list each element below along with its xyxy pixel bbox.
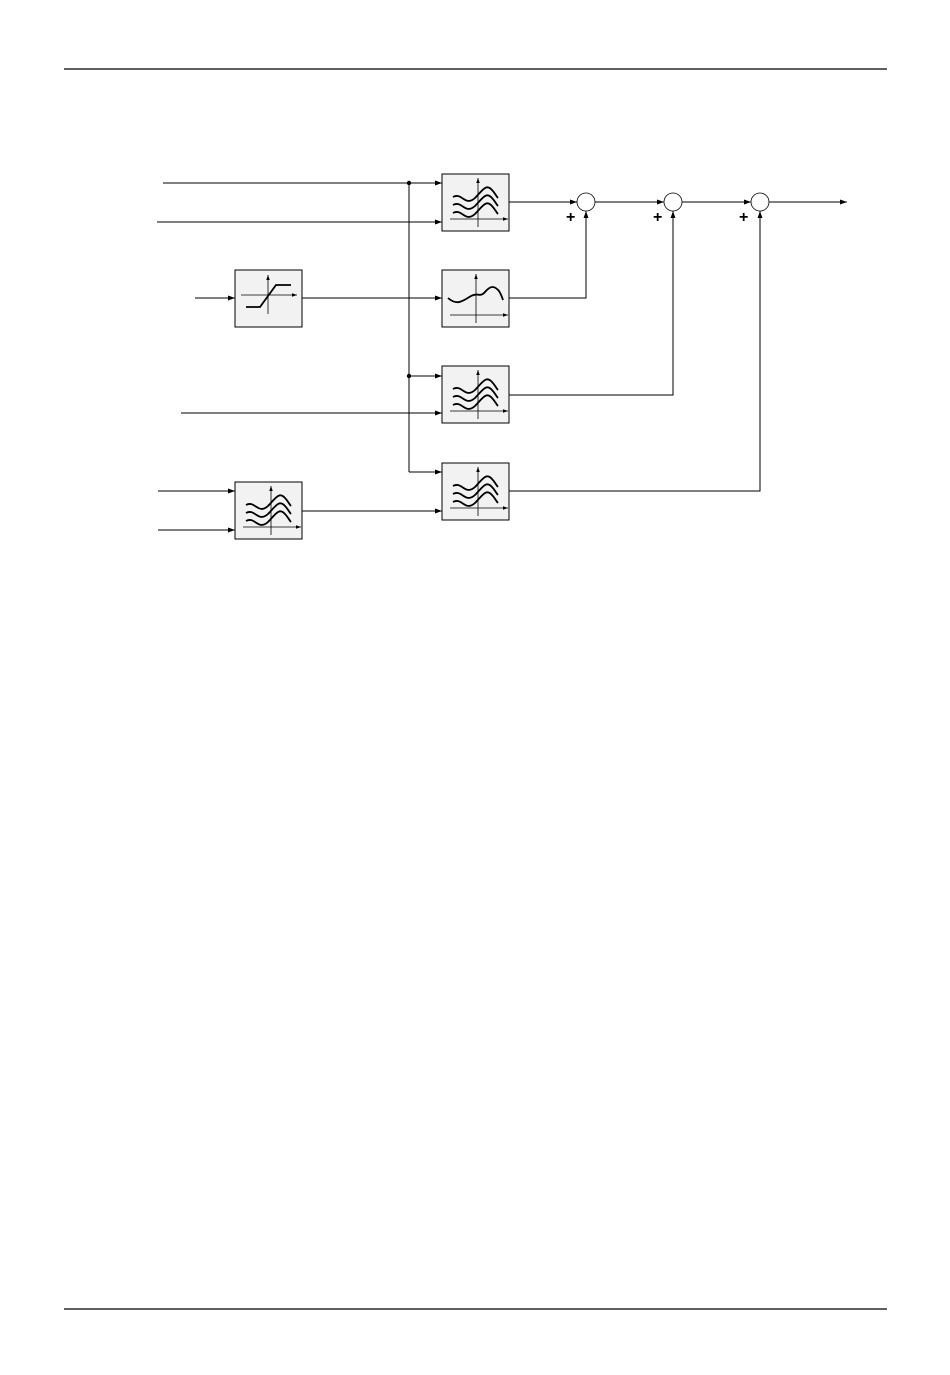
map-block-single: [442, 270, 509, 327]
sum2-sign-left: +: [653, 209, 662, 226]
map-bottom-to-sum3: [509, 211, 760, 491]
summing-junction-3: [751, 193, 769, 211]
tap-dot-1: [407, 181, 411, 185]
tap-dot-2: [407, 374, 411, 378]
sum3-sign-left: +: [739, 209, 748, 226]
summing-junction-1: [577, 193, 595, 211]
limiter-block: [235, 270, 302, 327]
map-middle-to-sum2: [509, 211, 673, 395]
summing-junction-2: [664, 193, 682, 211]
sum1-sign-left: +: [566, 209, 575, 226]
map-block-top: [442, 174, 509, 231]
map-block-bottom: [442, 463, 509, 520]
map-block-middle: [442, 366, 509, 423]
map-block-bottom-pre: [235, 482, 302, 539]
